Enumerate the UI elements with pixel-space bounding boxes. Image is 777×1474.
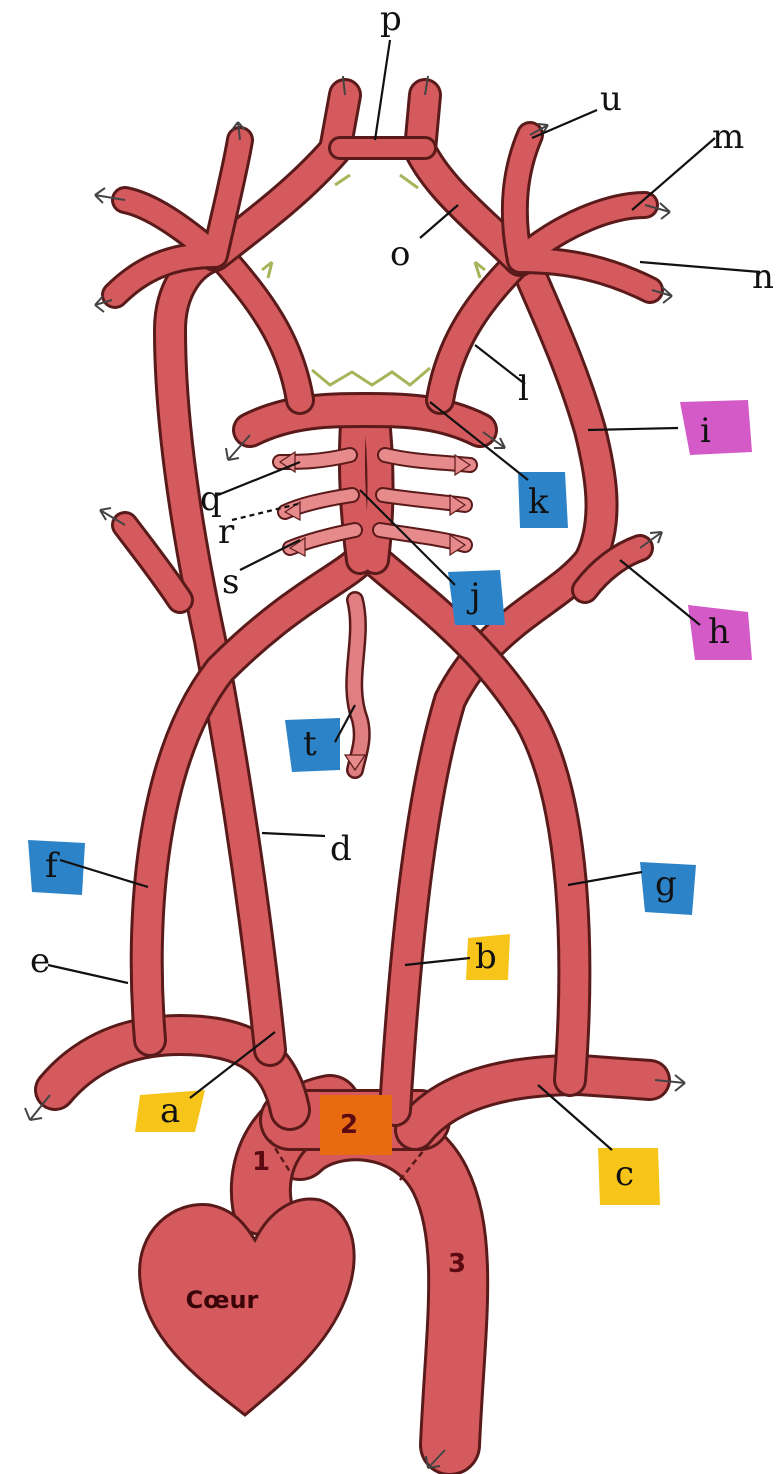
- segment-2: 2: [340, 1110, 358, 1140]
- heart-label: Cœur: [186, 1286, 259, 1314]
- label-e: e: [30, 941, 50, 981]
- label-c: c: [615, 1154, 634, 1194]
- segment-1: 1: [252, 1147, 270, 1177]
- label-m: m: [712, 117, 744, 157]
- label-o: o: [390, 234, 410, 274]
- segment-3: 3: [448, 1249, 466, 1279]
- label-k: k: [528, 482, 549, 522]
- artery-o: [215, 95, 520, 260]
- label-h: h: [708, 612, 730, 652]
- tag-i: [680, 400, 752, 455]
- artery-t: [354, 600, 362, 770]
- label-s: s: [222, 562, 239, 602]
- label-d: d: [330, 829, 352, 869]
- label-b: b: [475, 937, 497, 977]
- label-u: u: [600, 79, 622, 119]
- label-t: t: [303, 724, 317, 764]
- label-a: a: [160, 1091, 180, 1131]
- label-i: i: [700, 411, 711, 451]
- label-l: l: [518, 369, 529, 409]
- label-r: r: [218, 512, 235, 552]
- label-g: g: [655, 864, 677, 904]
- label-p: p: [380, 0, 402, 39]
- label-n: n: [752, 257, 774, 297]
- left-side-branch: [125, 525, 180, 600]
